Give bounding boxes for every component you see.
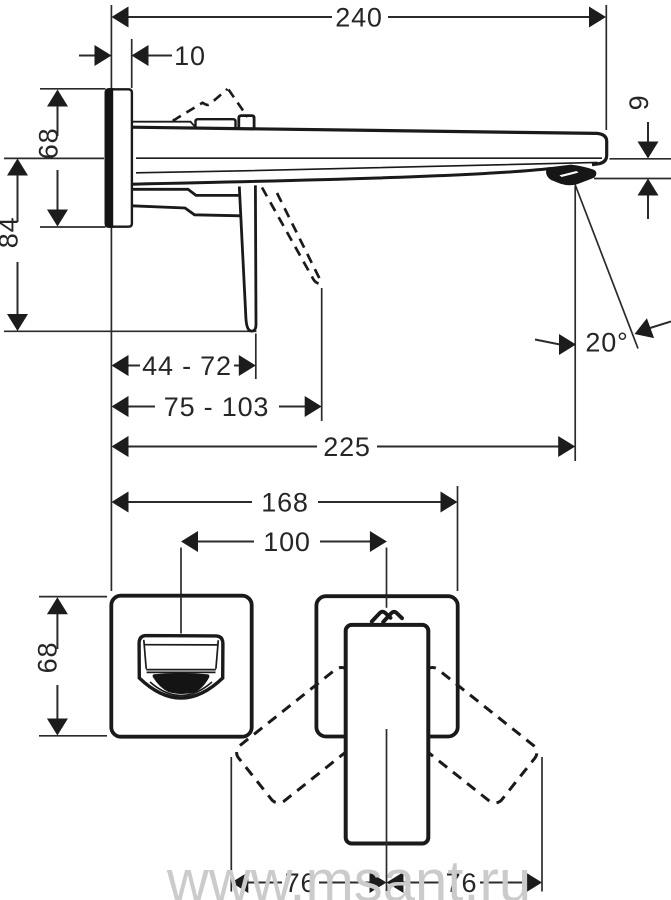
svg-text:100: 100 — [263, 527, 310, 557]
svg-text:68: 68 — [33, 642, 63, 674]
svg-text:168: 168 — [261, 488, 308, 518]
svg-text:www.msant.ru: www.msant.ru — [166, 849, 531, 900]
svg-text:44 - 72: 44 - 72 — [142, 351, 232, 381]
svg-text:240: 240 — [335, 3, 382, 33]
svg-text:68: 68 — [34, 128, 64, 160]
svg-text:84: 84 — [0, 217, 24, 249]
svg-text:76: 76 — [446, 868, 478, 898]
svg-text:76: 76 — [285, 868, 317, 898]
svg-text:75 - 103: 75 - 103 — [164, 392, 269, 422]
svg-text:225: 225 — [323, 432, 370, 462]
svg-text:9: 9 — [624, 94, 654, 110]
svg-text:20°: 20° — [585, 328, 628, 358]
svg-text:10: 10 — [174, 41, 206, 71]
